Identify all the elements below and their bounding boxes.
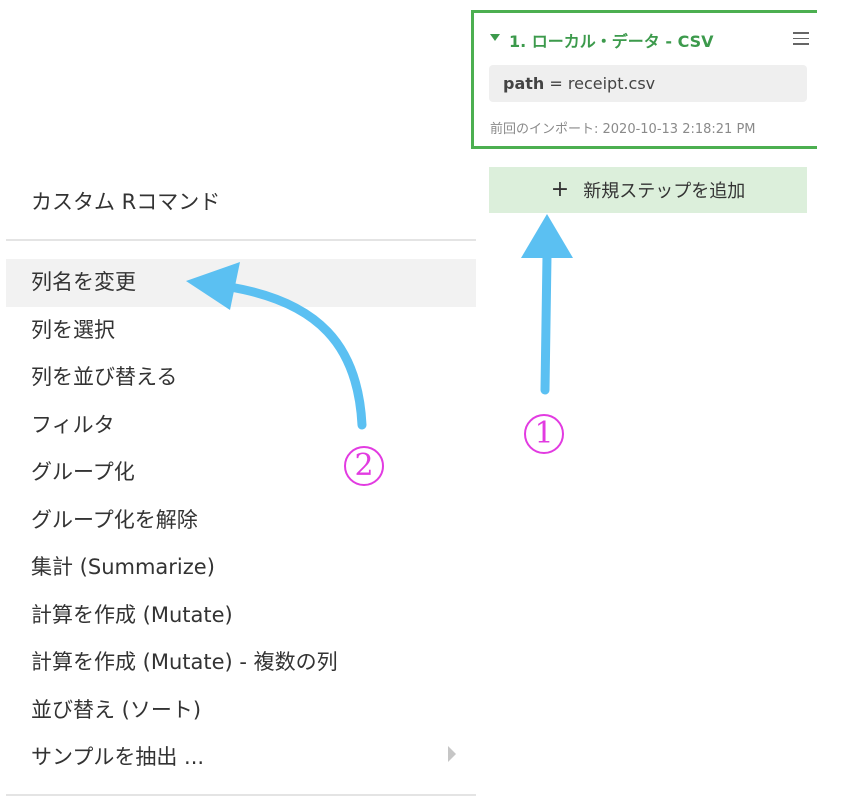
step-parameter: path = receipt.csv — [489, 65, 807, 102]
param-key: path — [503, 74, 545, 93]
menu-item-group-by[interactable]: グループ化 — [31, 460, 135, 484]
step-menu-list: 列名を変更 列を選択 列を並び替える フィルタ グループ化 グループ化を解除 集… — [6, 259, 476, 782]
last-import-time: 前回のインポート: 2020-10-13 2:18:21 PM — [490, 122, 756, 137]
step-title: 1. ローカル・データ - CSV — [509, 32, 714, 51]
plus-icon: + — [550, 177, 570, 202]
menu-item-custom-r-command[interactable]: カスタム Rコマンド — [31, 190, 221, 214]
menu-item-rename-columns[interactable]: 列名を変更 — [6, 259, 476, 307]
add-step-label: 新規ステップを追加 — [583, 181, 746, 202]
hamburger-menu-icon[interactable] — [793, 32, 809, 45]
collapse-caret-icon[interactable] — [490, 34, 500, 41]
param-separator: = — [544, 74, 568, 93]
menu-item-select-columns[interactable]: 列を選択 — [31, 317, 115, 342]
arrow-1 — [521, 214, 573, 395]
submenu-caret-icon — [448, 746, 456, 762]
menu-item-mutate[interactable]: 計算を作成 (Mutate) — [31, 602, 233, 627]
step-card[interactable]: 1. ローカル・データ - CSV path = receipt.csv 前回の… — [471, 10, 817, 149]
menu-divider — [6, 239, 476, 241]
param-value: receipt.csv — [567, 74, 656, 93]
annotation-badge-2: 2 — [344, 446, 384, 486]
menu-item-sort[interactable]: 並び替え (ソート) — [31, 697, 202, 722]
add-step-button[interactable]: + 新規ステップを追加 — [489, 167, 807, 213]
menu-item-filter[interactable]: フィルタ — [31, 412, 115, 437]
menu-item-reorder-columns[interactable]: 列を並び替える — [31, 365, 178, 389]
menu-item-sample[interactable]: サンプルを抽出 ... — [31, 745, 205, 769]
menu-divider-bottom — [6, 794, 476, 796]
menu-item-summarize[interactable]: 集計 (Summarize) — [31, 555, 215, 579]
annotation-badge-1: 1 — [524, 414, 564, 454]
menu-item-ungroup[interactable]: グループ化を解除 — [31, 507, 198, 532]
menu-item-mutate-multiple-columns[interactable]: 計算を作成 (Mutate) - 複数の列 — [31, 650, 338, 674]
